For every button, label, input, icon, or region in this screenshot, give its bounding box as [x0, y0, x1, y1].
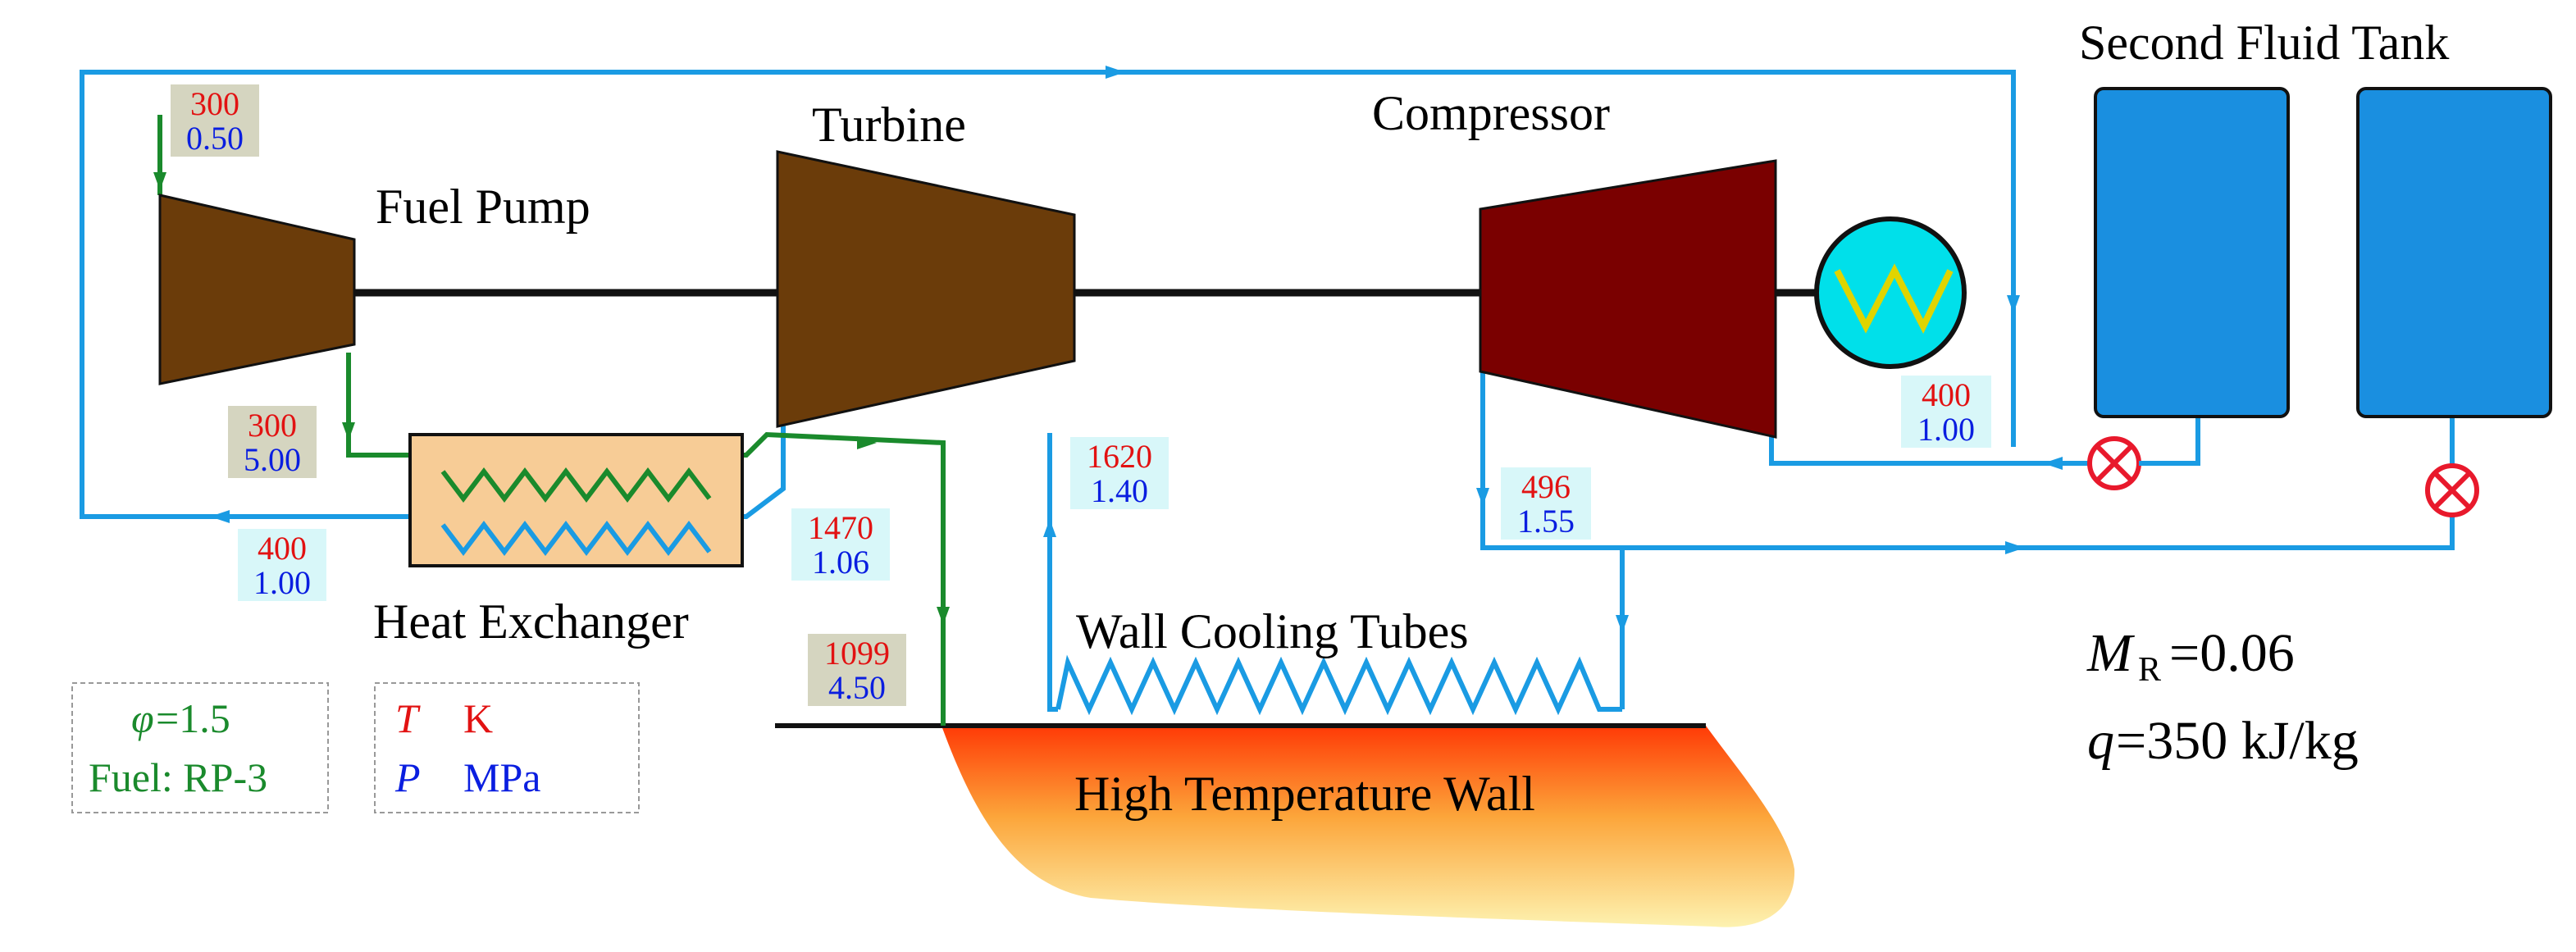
fuel-flow-arrows — [153, 172, 950, 625]
svg-text:1099: 1099 — [824, 635, 890, 672]
svg-text:φ: φ — [131, 695, 154, 741]
parameters: M R =0.06 q =350 kJ/kg — [2086, 623, 2359, 771]
svg-text:5.00: 5.00 — [244, 441, 301, 478]
svg-text:=1.5: =1.5 — [156, 695, 230, 741]
svg-text:0.50: 0.50 — [186, 120, 244, 157]
high-temperature-wall — [941, 726, 1795, 927]
hx-green-coil — [440, 467, 712, 503]
svg-text:Fuel: RP-3: Fuel: RP-3 — [89, 754, 267, 800]
fuel-pump-label: Fuel Pump — [376, 180, 590, 234]
hx-blue-coil — [440, 521, 712, 556]
svg-text:400: 400 — [1922, 376, 1971, 413]
state-box-tubes-outlet: 1620 1.40 — [1070, 437, 1169, 509]
svg-text:1.40: 1.40 — [1091, 472, 1148, 509]
tank-1 — [2094, 87, 2290, 418]
svg-text:1.00: 1.00 — [1917, 411, 1975, 448]
state-box-pump-outlet: 300 5.00 — [228, 406, 317, 478]
svg-text:1.00: 1.00 — [253, 564, 311, 601]
tank-2 — [2356, 87, 2552, 418]
svg-text:=350 kJ/kg: =350 kJ/kg — [2116, 711, 2359, 771]
heat-exchanger-label: Heat Exchanger — [373, 594, 689, 649]
cooler-icon — [1814, 216, 1967, 369]
svg-text:300: 300 — [248, 407, 297, 444]
wall-tubes-label: Wall Cooling Tubes — [1076, 604, 1469, 658]
valve-icon-2 — [2425, 463, 2479, 517]
state-box-fuel-wall: 1099 4.50 — [808, 634, 906, 706]
svg-text:300: 300 — [190, 85, 239, 122]
wall-label: High Temperature Wall — [1074, 767, 1535, 821]
valve-icon-1 — [2087, 436, 2141, 490]
svg-text:1.06: 1.06 — [812, 544, 869, 581]
svg-text:q: q — [2087, 711, 2114, 771]
svg-text:M: M — [2086, 623, 2136, 683]
state-box-pump-inlet: 300 0.50 — [171, 84, 259, 157]
compressor-label: Compressor — [1372, 86, 1610, 140]
heat-exchanger — [408, 433, 744, 567]
state-box-compressor-outlet: 496 1.55 — [1501, 467, 1591, 540]
svg-text:=0.06: =0.06 — [2169, 623, 2295, 683]
svg-text:MPa: MPa — [463, 754, 540, 800]
turbine — [776, 150, 1076, 428]
legend-units: T K P MPa — [374, 682, 640, 813]
legend-fuel: φ =1.5 Fuel: RP-3 — [71, 682, 329, 813]
svg-text:K: K — [463, 695, 493, 741]
fuel-pump — [158, 194, 356, 385]
svg-text:1470: 1470 — [808, 509, 873, 546]
compressor — [1479, 159, 1777, 439]
svg-text:T: T — [395, 695, 421, 741]
svg-text:496: 496 — [1521, 468, 1571, 505]
svg-text:1.55: 1.55 — [1517, 503, 1575, 540]
svg-text:R: R — [2138, 651, 2161, 689]
svg-text:4.50: 4.50 — [828, 669, 886, 706]
turbine-label: Turbine — [812, 98, 966, 152]
state-box-compressor-inlet: 400 1.00 — [1901, 376, 1991, 448]
state-box-hx-outlet: 400 1.00 — [238, 529, 326, 601]
svg-text:400: 400 — [258, 530, 307, 567]
state-box-turbine-outlet: 1470 1.06 — [791, 508, 890, 581]
svg-text:P: P — [394, 754, 421, 800]
svg-text:1620: 1620 — [1087, 438, 1152, 475]
coolant-flow-arrows — [210, 66, 2063, 633]
cooler-zigzag — [1834, 263, 1954, 334]
tank-label: Second Fluid Tank — [2079, 16, 2449, 70]
